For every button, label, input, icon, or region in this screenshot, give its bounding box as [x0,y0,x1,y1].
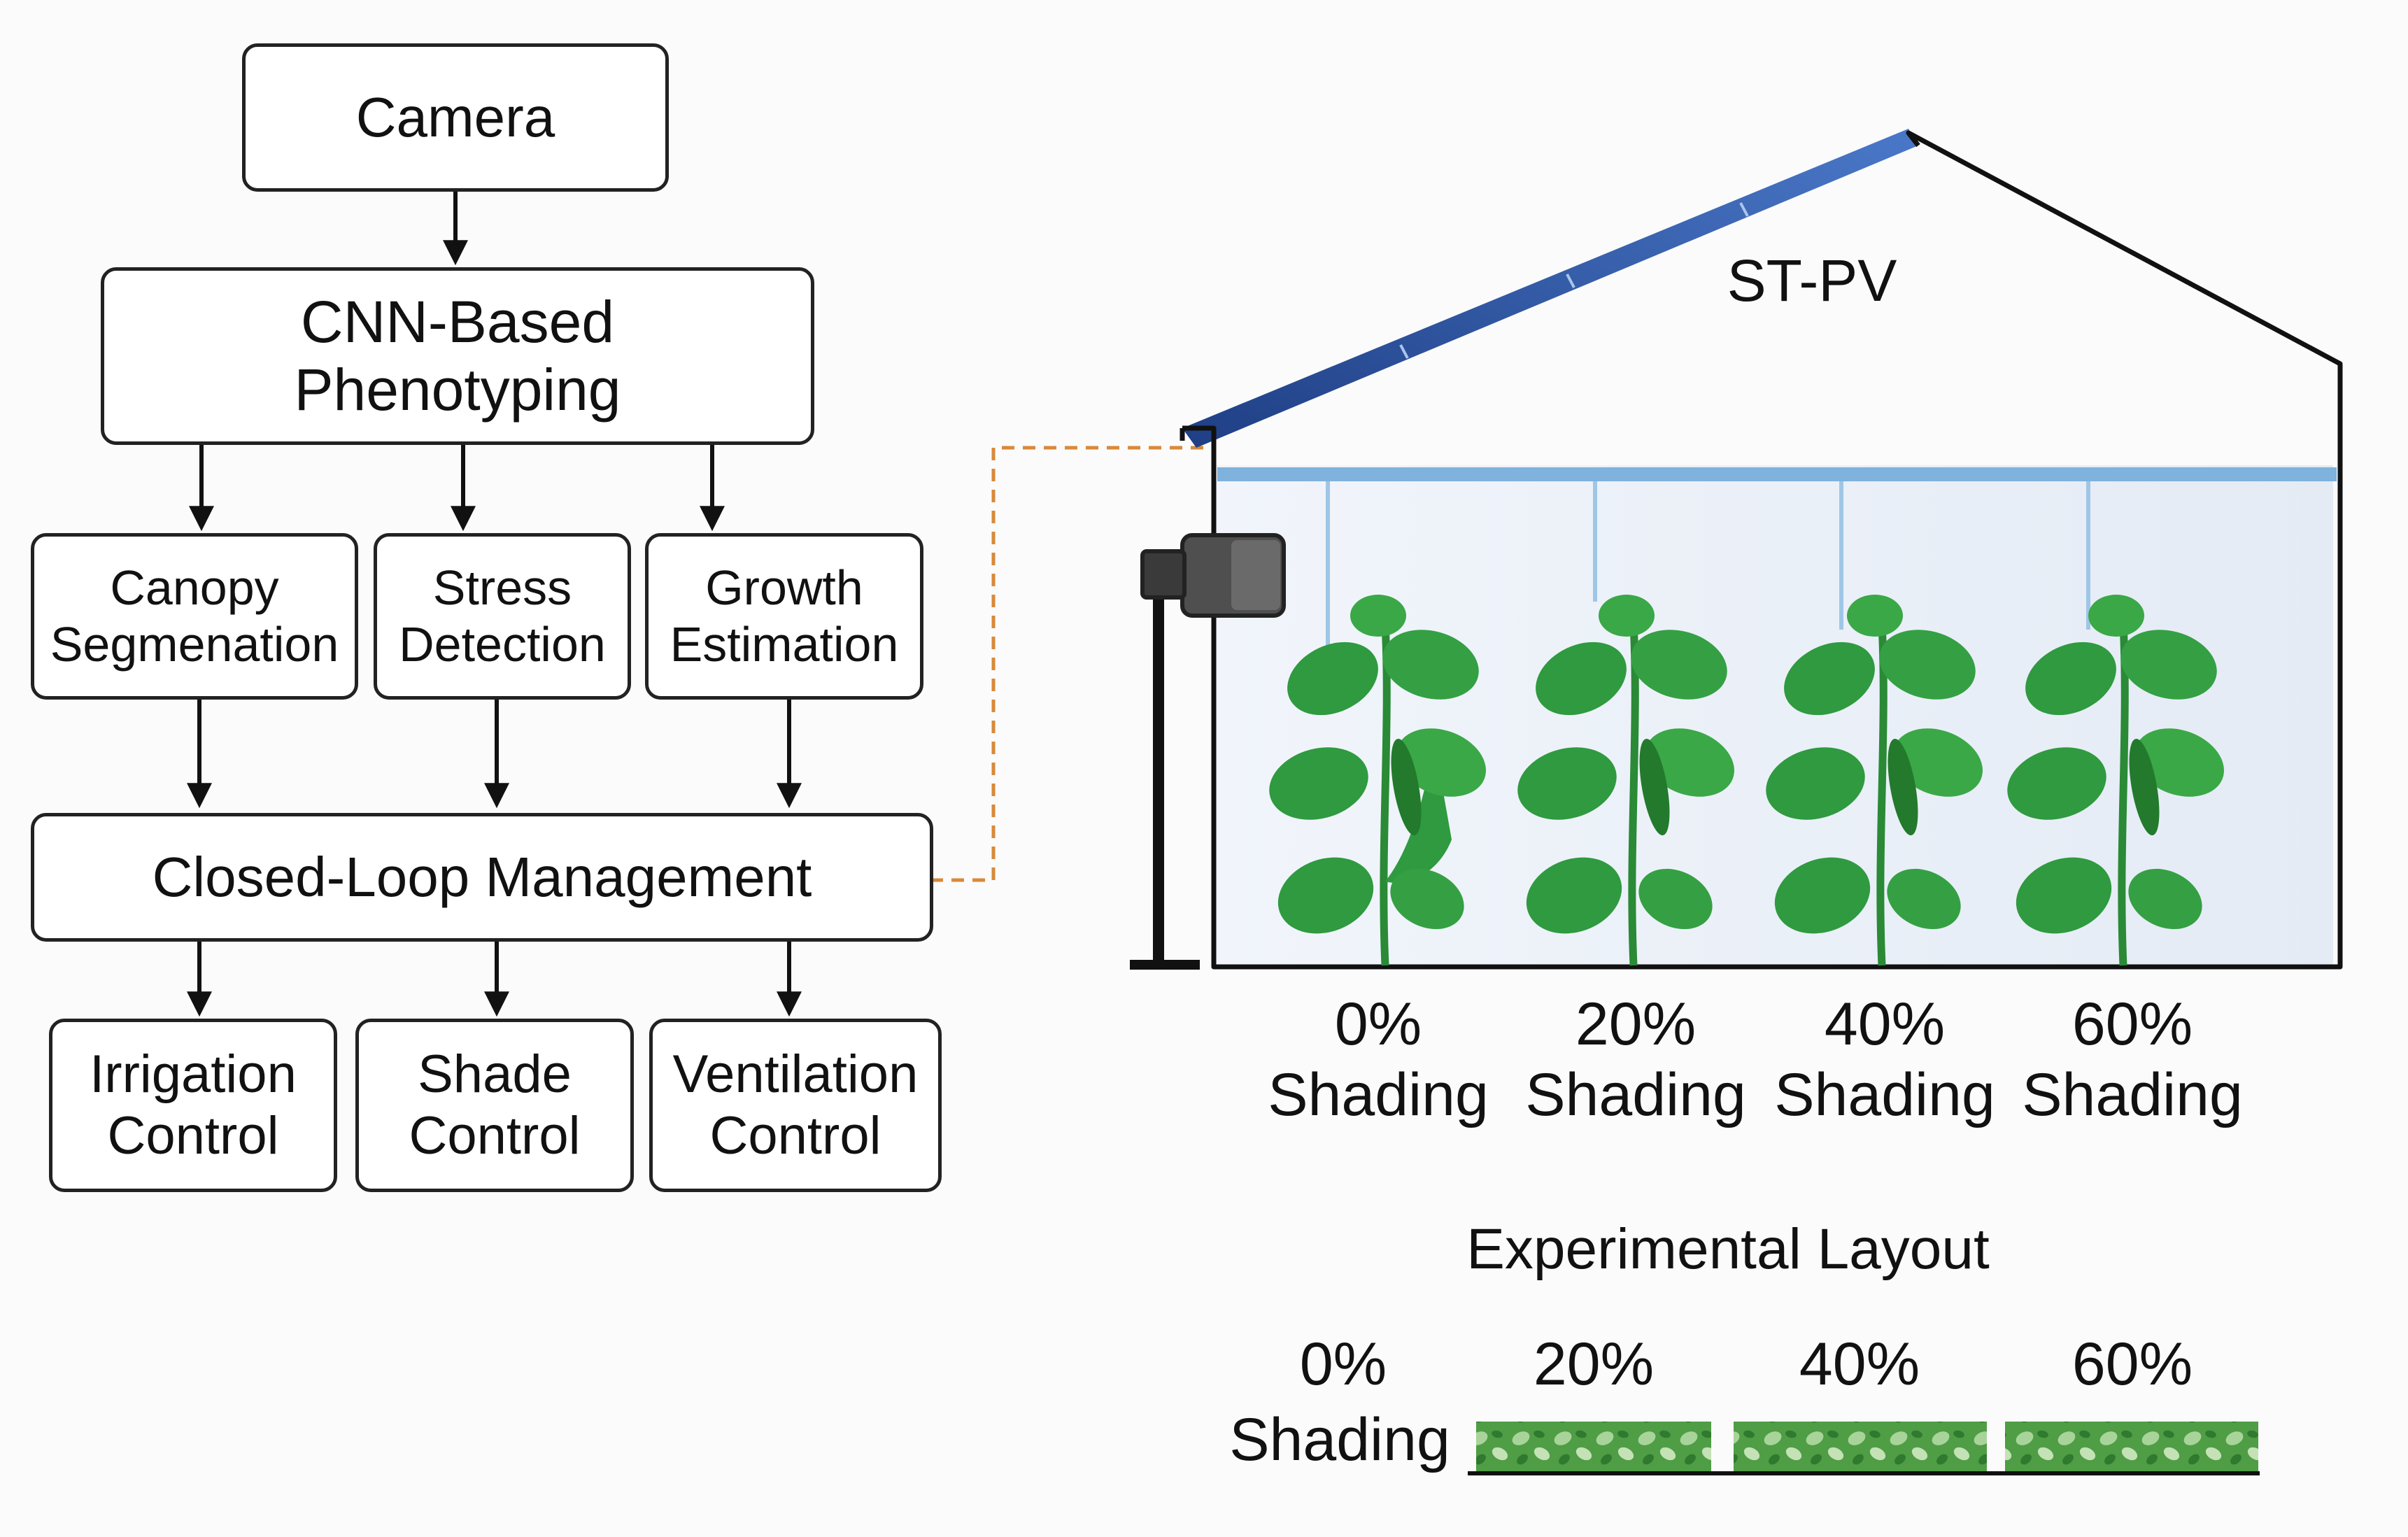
layout-shading-label: Shading [1200,1405,1480,1475]
layout-shading-label-text: Shading [1229,1406,1450,1473]
plant-label-0-percent: 0% [1334,991,1422,1058]
plant-row [1269,595,2224,966]
plant-label-40: 40% Shading [1759,989,2011,1131]
layout-percent-40-text: 40% [1799,1331,1920,1398]
cnn-line-2: Phenotyping [294,357,621,423]
irrigation-control-box: Irrigation Control [49,1019,337,1192]
shade-line-1: Shade [418,1044,572,1104]
growth-line-2: Estimation [670,617,899,672]
closed-loop-management-box: Closed-Loop Management [31,813,933,942]
pv-panel-dividers [1399,202,1749,359]
layout-strip-60 [2005,1422,2258,1472]
irrigation-line-1: Irrigation [90,1044,297,1104]
cnn-phenotyping-box: CNN-Based Phenotyping [101,267,814,445]
plant-label-20-percent: 20% [1575,991,1697,1058]
shade-line-2: Control [409,1106,581,1166]
layout-strips [1468,1422,2260,1475]
plant-label-40-text: Shading [1774,1061,1995,1129]
camera-lens [1140,549,1187,600]
camera-pole [1153,595,1164,965]
stress-detection-box: Stress Detection [374,533,631,700]
st-pv-text: ST-PV [1727,248,1897,313]
ventilation-control-box: Ventilation Control [649,1019,942,1192]
camera-box-label: Camera [355,85,555,148]
pv-roof-panel [1182,129,1918,448]
plant-label-40-percent: 40% [1824,991,1946,1058]
plant-label-20-text: Shading [1525,1061,1746,1129]
canopy-line-2: Segmenation [50,617,339,672]
irrigation-line-2: Control [107,1106,279,1166]
layout-strip-20 [1476,1422,1711,1472]
layout-percent-0-text: 0% [1299,1331,1387,1398]
management-label: Closed-Loop Management [152,845,812,908]
layout-percent-60-text: 60% [2071,1331,2193,1398]
experimental-layout-title: Experimental Layout [1392,1216,2064,1284]
st-pv-label: ST-PV [1700,246,1924,316]
plant-20 [1517,595,1734,966]
shade-control-box: Shade Control [355,1019,634,1192]
camera-device [1130,533,1286,970]
layout-strip-40 [1734,1422,1987,1472]
layout-percent-40: 40% [1783,1329,1936,1400]
camera-link-connector [930,446,1203,882]
plant-label-0-text: Shading [1268,1061,1489,1129]
camera-box: Camera [242,43,669,192]
stress-line-1: Stress [432,560,572,615]
plant-0 [1269,595,1486,966]
flowchart-arrows [187,192,802,1017]
growth-estimation-box: Growth Estimation [645,533,923,700]
rail-hangers [1326,481,2090,651]
plant-60 [2007,595,2224,966]
canopy-line-1: Canopy [110,560,279,615]
plant-label-60-percent: 60% [2071,991,2193,1058]
interior-rail [1217,467,2337,481]
layout-percent-60: 60% [2055,1329,2209,1400]
experimental-layout-title-text: Experimental Layout [1466,1217,1990,1281]
plant-40 [1766,595,1983,966]
layout-percent-20-text: 20% [1533,1331,1655,1398]
layout-percent-0: 0% [1266,1329,1420,1400]
ventilation-line-2: Control [709,1106,881,1166]
plant-label-60: 60% Shading [2006,989,2258,1131]
plant-label-0: 0% Shading [1252,989,1504,1131]
growth-line-1: Growth [705,560,863,615]
plant-label-60-text: Shading [2022,1061,2243,1129]
stress-line-2: Detection [399,617,606,672]
canopy-segmentation-box: Canopy Segmenation [31,533,358,700]
ventilation-line-1: Ventilation [672,1044,919,1104]
layout-percent-20: 20% [1517,1329,1671,1400]
cnn-line-1: CNN-Based [300,288,615,355]
greenhouse-outline [1182,130,2343,970]
plant-label-20: 20% Shading [1510,989,1762,1131]
